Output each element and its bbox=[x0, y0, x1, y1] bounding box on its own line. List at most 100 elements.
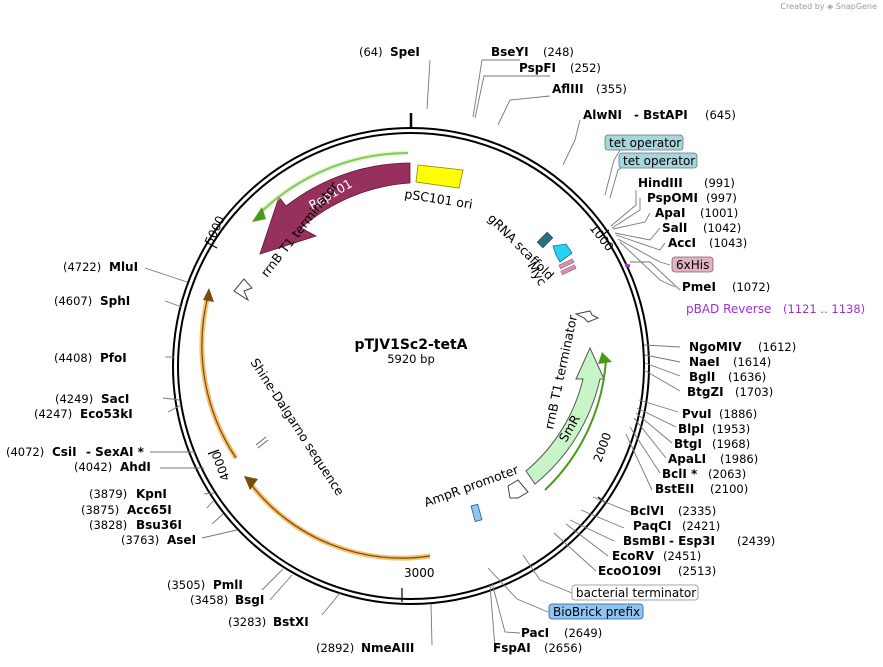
his6-box[interactable]: 6xHis bbox=[671, 256, 714, 273]
ampr-promoter-feature[interactable]: AmpR promoter bbox=[422, 461, 529, 510]
site-pspomi[interactable]: PspOMI (997) bbox=[647, 191, 737, 205]
site-apai-pos: (1001) bbox=[700, 206, 738, 220]
site-ngomiv[interactable]: NgoMIV (1612) bbox=[689, 340, 796, 354]
site-eco53ki-name: Eco53kI bbox=[80, 407, 133, 421]
site-kpni[interactable]: (3879) KpnI bbox=[89, 487, 167, 501]
tick-label-2000: 2000 bbox=[591, 431, 615, 464]
site-naei-pos: (1614) bbox=[733, 355, 771, 369]
site-bsteii[interactable]: BstEII (2100) bbox=[655, 482, 748, 496]
biobrick-prefix-box[interactable]: BioBrick prefix bbox=[548, 603, 644, 620]
site-alwni-bstapi[interactable]: AlwNI - BstAPI (645) bbox=[583, 108, 736, 122]
site-pmli[interactable]: (3505) PmlI bbox=[167, 578, 243, 592]
site-acc65i[interactable]: (3875) Acc65I bbox=[81, 503, 172, 517]
tet-operator-2-label: tet operator bbox=[623, 154, 695, 168]
site-sali-name: SalI bbox=[662, 221, 687, 235]
site-pspfi[interactable]: PspFI (252) bbox=[519, 61, 601, 75]
site-alwni-name: AlwNI bbox=[583, 108, 622, 122]
site-btgzi[interactable]: BtgZI (1703) bbox=[687, 385, 773, 399]
site-bsmbi-esp3i[interactable]: BsmBI - Esp3I (2439) bbox=[623, 534, 775, 548]
tick-label-5000: 5000 bbox=[202, 214, 228, 248]
site-afliii-pos: (355) bbox=[596, 82, 627, 96]
site-bseyi-name: BseYI bbox=[491, 45, 529, 59]
site-saci[interactable]: (4249) SacI bbox=[55, 392, 129, 406]
site-afliii[interactable]: AflIII (355) bbox=[552, 82, 627, 96]
site-ahdi[interactable]: (4042) AhdI bbox=[74, 460, 151, 474]
rep101-cds-arrowhead bbox=[252, 207, 266, 222]
bacterial-terminator-box[interactable]: bacterial terminator bbox=[571, 584, 699, 601]
site-blpi-name: BlpI bbox=[678, 422, 704, 436]
site-hindiii-name: HindIII bbox=[638, 176, 683, 190]
site-bstxi[interactable]: (3283) BstXI bbox=[228, 615, 309, 629]
site-pmli-name: PmlI bbox=[213, 578, 243, 592]
left-upper-cds-arrowhead bbox=[203, 288, 214, 302]
site-nmeaiii[interactable]: (2892) NmeAIII bbox=[316, 641, 414, 655]
site-naei[interactable]: NaeI (1614) bbox=[689, 355, 771, 369]
site-mlui-name: MluI bbox=[109, 260, 138, 274]
tet-operator-1-label: tet operator bbox=[609, 136, 681, 150]
site-kpni-pos: (3879) bbox=[89, 487, 127, 501]
site-paci[interactable]: PacI (2649) bbox=[521, 626, 602, 640]
site-pmei-pos: (1072) bbox=[732, 280, 770, 294]
site-bsu36i-name: Bsu36I bbox=[136, 518, 182, 532]
biobrick-prefix-feature[interactable] bbox=[470, 503, 483, 522]
site-bclvi[interactable]: BclVI (2335) bbox=[630, 504, 716, 518]
site-bclvi-pos: (2335) bbox=[678, 504, 716, 518]
site-pfoi-pos: (4408) bbox=[54, 351, 92, 365]
site-bseyi[interactable]: BseYI (248) bbox=[491, 45, 574, 59]
site-pspfi-pos: (252) bbox=[570, 61, 601, 75]
site-bsu36i[interactable]: (3828) Bsu36I bbox=[89, 518, 182, 532]
site-bgli[interactable]: BglI (1636) bbox=[689, 370, 766, 384]
site-asei[interactable]: (3763) AseI bbox=[121, 533, 196, 547]
site-sphi-pos: (4607) bbox=[54, 294, 92, 308]
site-bsgi[interactable]: (3458) BsgI bbox=[190, 593, 264, 607]
site-sali[interactable]: SalI (1042) bbox=[662, 221, 741, 235]
site-sphi[interactable]: (4607) SphI bbox=[54, 294, 130, 308]
site-btgi[interactable]: BtgI (1968) bbox=[674, 437, 750, 451]
site-bstapi-name: - BstAPI bbox=[634, 108, 688, 122]
site-apali[interactable]: ApaLI (1986) bbox=[668, 452, 758, 466]
psc101-ori-feature[interactable]: pSC101 ori bbox=[404, 164, 474, 212]
site-pfoi[interactable]: (4408) PfoI bbox=[54, 351, 127, 365]
plasmid-name: pTJV1Sc2-tetA bbox=[354, 337, 467, 353]
site-csii-sexai[interactable]: (4072) CsiI - SexAI * bbox=[6, 445, 145, 459]
site-paqci-name: PaqCI bbox=[633, 519, 671, 533]
site-paqci[interactable]: PaqCI (2421) bbox=[633, 519, 720, 533]
site-bcli[interactable]: BclI * (2063) bbox=[662, 467, 746, 481]
psc101-ori-label: pSC101 ori bbox=[404, 186, 474, 212]
tet-operator-2-box[interactable]: tet operator bbox=[618, 152, 698, 169]
site-bgli-name: BglI bbox=[689, 370, 715, 384]
site-pvui-pos: (1886) bbox=[719, 407, 757, 421]
site-ngomiv-pos: (1612) bbox=[758, 340, 796, 354]
smr-cds-arrow bbox=[544, 359, 607, 491]
site-bclvi-name: BclVI bbox=[630, 504, 664, 518]
site-blpi[interactable]: BlpI (1953) bbox=[678, 422, 750, 436]
site-pmei[interactable]: PmeI (1072) bbox=[682, 280, 770, 294]
site-ecoo109i[interactable]: EcoO109I (2513) bbox=[598, 564, 716, 578]
plasmid-size: 5920 bp bbox=[387, 352, 435, 366]
primer-pbad-reverse[interactable]: pBAD Reverse (1121 .. 1138) bbox=[686, 302, 865, 316]
site-eco53ki[interactable]: (4247) Eco53kI bbox=[34, 407, 133, 421]
site-hindiii[interactable]: HindIII (991) bbox=[638, 176, 735, 190]
site-fspai[interactable]: FspAI (2656) bbox=[493, 641, 582, 655]
site-acci[interactable]: AccI (1043) bbox=[668, 236, 747, 250]
site-spei-pos: (64) bbox=[359, 45, 383, 59]
site-paci-pos: (2649) bbox=[564, 626, 602, 640]
site-mlui[interactable]: (4722) MluI bbox=[63, 260, 138, 274]
site-spei[interactable]: (64) SpeI bbox=[359, 45, 420, 59]
site-esp3i-name: - Esp3I bbox=[669, 534, 715, 548]
left-upper-cds-arrow-line bbox=[201, 295, 237, 459]
shine-dalgarno-feature[interactable]: Shine-Dalgarno sequence bbox=[247, 355, 347, 498]
site-ecoo109i-name: EcoO109I bbox=[598, 564, 661, 578]
site-bgli-pos: (1636) bbox=[728, 370, 766, 384]
shine-dalgarno-label: Shine-Dalgarno sequence bbox=[247, 355, 347, 498]
primer-pbad-reverse-range: (1121 .. 1138) bbox=[783, 302, 865, 316]
site-bstxi-name: BstXI bbox=[273, 615, 309, 629]
site-btgzi-pos: (1703) bbox=[735, 385, 773, 399]
site-apai[interactable]: ApaI (1001) bbox=[655, 206, 738, 220]
site-ecorv[interactable]: EcoRV (2451) bbox=[612, 549, 701, 563]
tet-operator-1-box[interactable]: tet operator bbox=[604, 134, 684, 151]
site-fspai-pos: (2656) bbox=[544, 641, 582, 655]
site-apali-name: ApaLI bbox=[668, 452, 706, 466]
site-afliii-name: AflIII bbox=[552, 82, 584, 96]
site-pvui[interactable]: PvuI (1886) bbox=[682, 407, 757, 421]
